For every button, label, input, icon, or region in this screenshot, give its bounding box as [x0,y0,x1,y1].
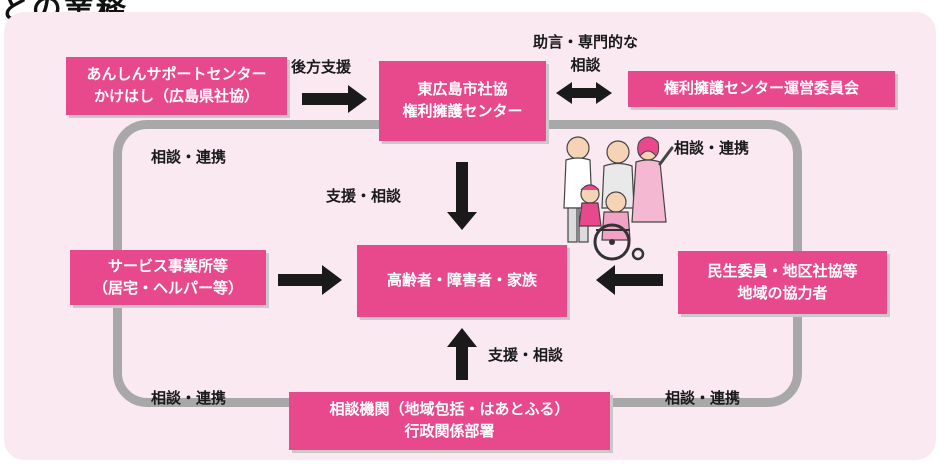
box-kikan-line-2: 行政関係部署 [404,422,495,440]
box-committee-text: 権利擁護センター運営委員会 [663,79,859,98]
box-center: 東広島市社協 権利擁護センター [379,61,546,141]
box-minsei: 民生委員・地区社協等 地域の協力者 [678,251,887,314]
box-kakehashi-line-1: あんしんサポートセンター [86,65,267,84]
label-consult-coop-bottom-right: 相談・連携 [665,389,741,407]
box-kikan-line-1: 相談機関（地域包括・はあとふる） [329,400,570,419]
box-kikan: 相談機関（地域包括・はあとふる） 行政関係部署 [289,392,610,450]
box-committee: 権利擁護センター運営委員会 [628,71,895,107]
label-consult-coop-bottom-left: 相談・連携 [151,389,227,407]
label-consult-coop-top-left: 相談・連携 [151,148,227,166]
arrow-up-kikan [447,328,477,380]
box-target-text: 高齢者・障害者・家族 [386,271,537,290]
box-service: サービス事業所等 （居宅・ヘルパー等） [70,250,266,305]
box-kakehashi: あんしんサポートセンター かけはし（広島県社協） [66,57,287,115]
label-advice-line-2: 相談 [570,56,601,75]
box-target: 高齢者・障害者・家族 [357,245,567,317]
family-with-wheelchair-icon [563,136,674,261]
label-support-consult-bottom: 支援・相談 [488,346,564,364]
box-minsei-line-2: 地域の協力者 [737,283,828,302]
box-minsei-line-1: 民生委員・地区社協等 [707,261,858,280]
label-backup-support: 後方支援 [291,58,352,76]
label-support-consult-top: 支援・相談 [326,187,402,205]
box-center-line-1: 東広島市社協 [417,80,508,99]
label-consult-coop-top-right: 相談・連携 [674,139,750,157]
box-service-line-2: （居宅・ヘルパー等） [92,278,243,297]
arrow-double-advice [556,82,612,104]
arrow-down-support [447,162,477,230]
box-service-line-1: サービス事業所等 [107,256,228,275]
label-advice: 助言・専門的な 相談 [533,31,638,78]
arrow-right-backup [302,85,367,113]
label-advice-line-1: 助言・専門的な [533,33,639,51]
arrow-left-minsei [596,265,663,295]
box-center-line-2: 権利擁護センター [402,102,523,120]
arrow-right-service [278,265,342,295]
box-kakehashi-line-2: かけはし（広島県社協） [93,87,259,105]
